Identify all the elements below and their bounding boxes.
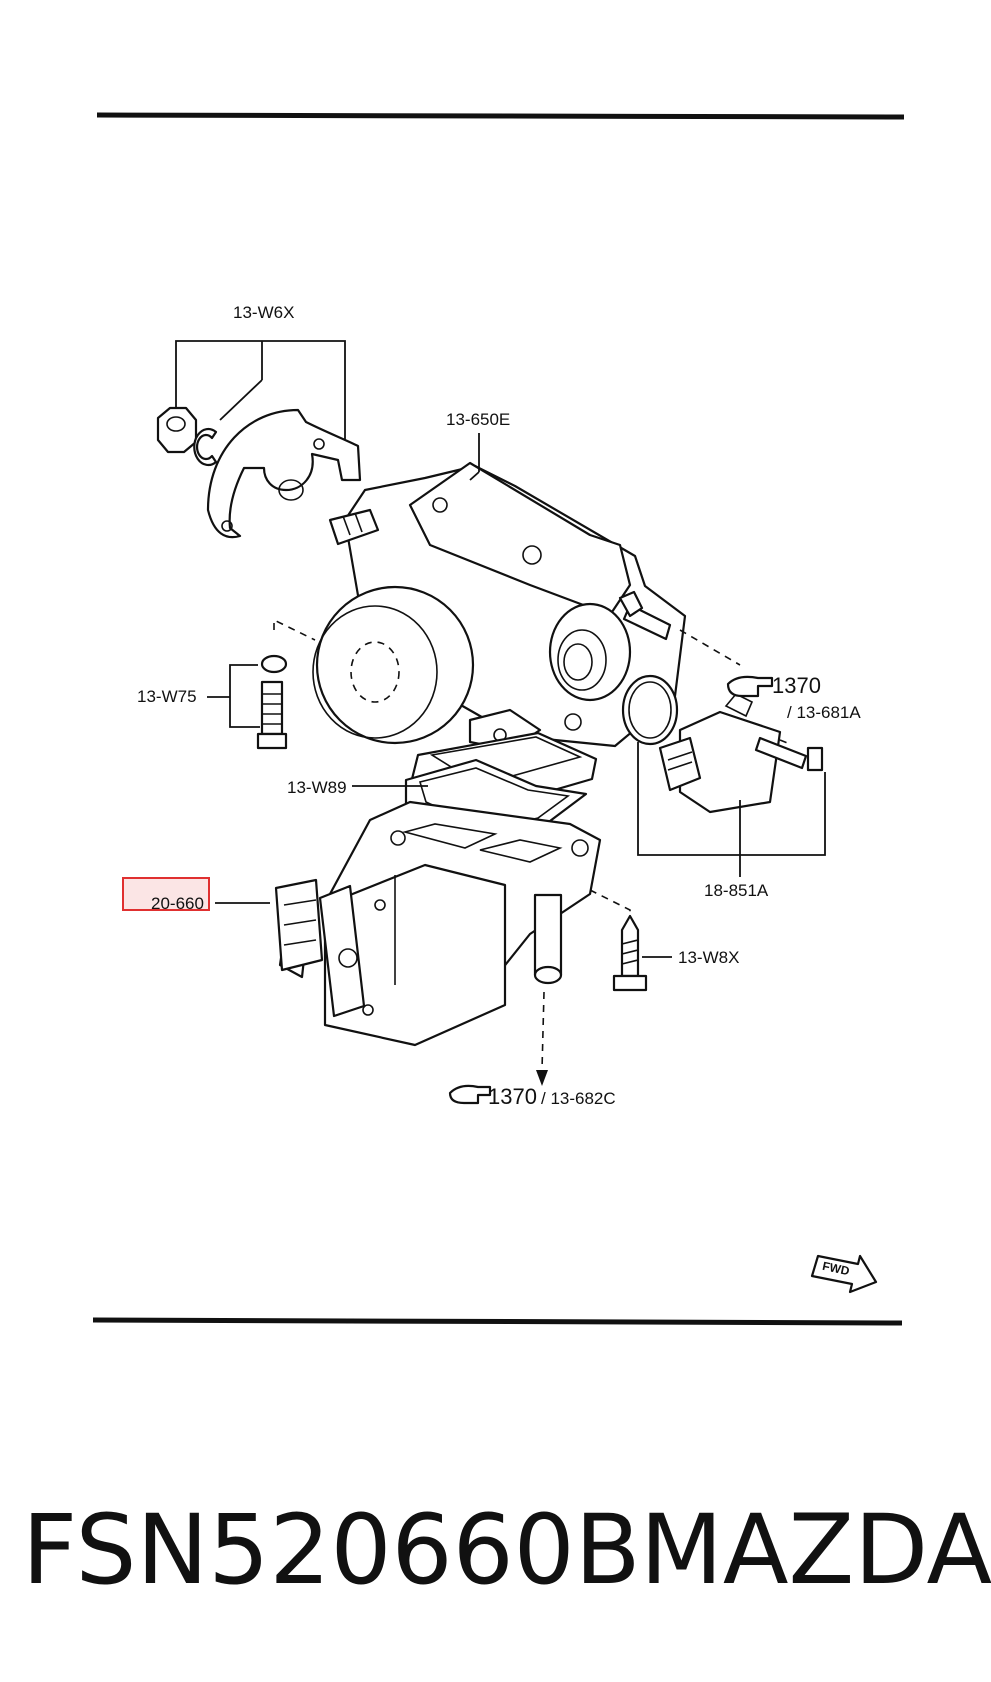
hand-reference-bottom-icon [448, 1084, 492, 1105]
bottom-rule [92, 1317, 903, 1326]
hand-reference-top-icon [726, 675, 774, 698]
part-number: FSN520660B [22, 1494, 641, 1606]
label-13-w75: 13-W75 [137, 687, 197, 706]
label-13-681a: / 13-681A [787, 703, 861, 722]
highlight-box [122, 877, 210, 911]
label-13-w6x: 13-W6X [233, 303, 294, 322]
label-13-650e: 13-650E [446, 410, 510, 429]
label-20-660: 20-660 [151, 894, 204, 913]
throttle-body [312, 433, 687, 752]
screw-oring-group [207, 618, 316, 750]
label-13-w8x: 13-W8X [678, 948, 739, 967]
footer: FSN520660B MAZDA [0, 1490, 991, 1610]
label-13-682c: / 13-682C [541, 1089, 616, 1108]
fwd-arrow-icon [810, 1254, 878, 1294]
throttle-position-sensor [621, 629, 826, 877]
brand-name: MAZDA [640, 1494, 991, 1606]
top-rule [96, 112, 905, 120]
label-1370-bottom: 1370 [488, 1084, 537, 1109]
nut-washer-group [156, 340, 362, 539]
label-1370-top: 1370 [772, 673, 821, 698]
fwd-label: FWD [821, 1259, 851, 1278]
iac-valve [215, 863, 507, 1047]
label-13-w89: 13-W89 [287, 778, 347, 797]
label-18-851a: 18-851A [704, 881, 769, 900]
screw-w8x [612, 914, 672, 992]
